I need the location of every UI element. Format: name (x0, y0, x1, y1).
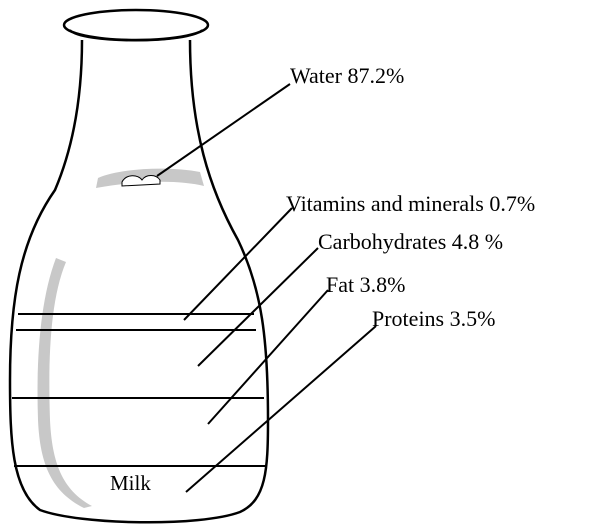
leader-carbohydrates (197, 247, 319, 367)
label-proteins: Proteins 3.5% (372, 306, 495, 331)
label-carbohydrates: Carbohydrates 4.8 % (318, 229, 503, 254)
bottle-neck-ring (69, 29, 203, 42)
bottle-outline (8, 39, 270, 524)
leader-water (156, 83, 291, 177)
milk-surface-bubbles (121, 175, 161, 187)
leader-fat (207, 289, 329, 425)
label-water: Water 87.2% (290, 63, 404, 88)
label-milk: Milk (110, 471, 151, 495)
leader-proteins (185, 325, 377, 493)
leader-vitamins (183, 207, 293, 321)
label-vitamins: Vitamins and minerals 0.7% (286, 191, 535, 216)
bottle-shading-left (37, 258, 92, 508)
label-fat: Fat 3.8% (326, 272, 405, 297)
